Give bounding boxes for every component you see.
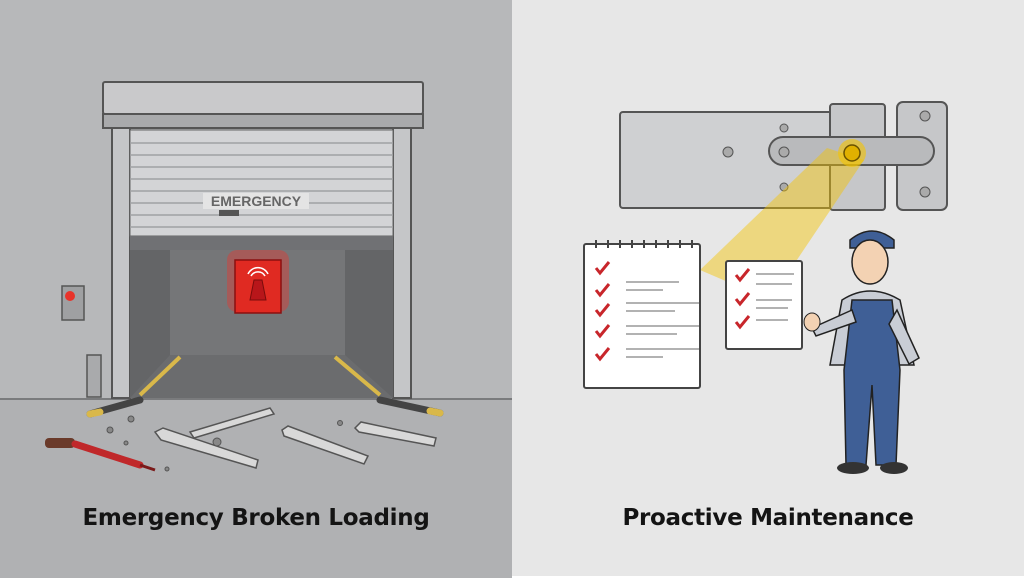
emergency-panel: EMERGENCY	[0, 0, 512, 578]
maintenance-caption: Proactive Maintenance	[622, 505, 914, 531]
emergency-caption: Emergency Broken Loading	[82, 505, 430, 531]
technician-figure	[803, 230, 920, 474]
broken-loading-dock-illustration: EMERGENCY	[45, 81, 444, 472]
proactive-maintenance-illustration	[583, 101, 948, 474]
checklist-notepad-icon	[583, 240, 701, 389]
checklist-card-icon	[725, 260, 803, 350]
maintenance-panel: Proactive Maintenance	[512, 0, 1024, 576]
floor	[0, 398, 512, 578]
wall-alarm-button-icon	[61, 285, 85, 321]
broken-screwdriver-icon	[45, 438, 156, 472]
scattered-wrenches-icon	[153, 407, 437, 469]
door-sign-text: EMERGENCY	[211, 193, 302, 209]
